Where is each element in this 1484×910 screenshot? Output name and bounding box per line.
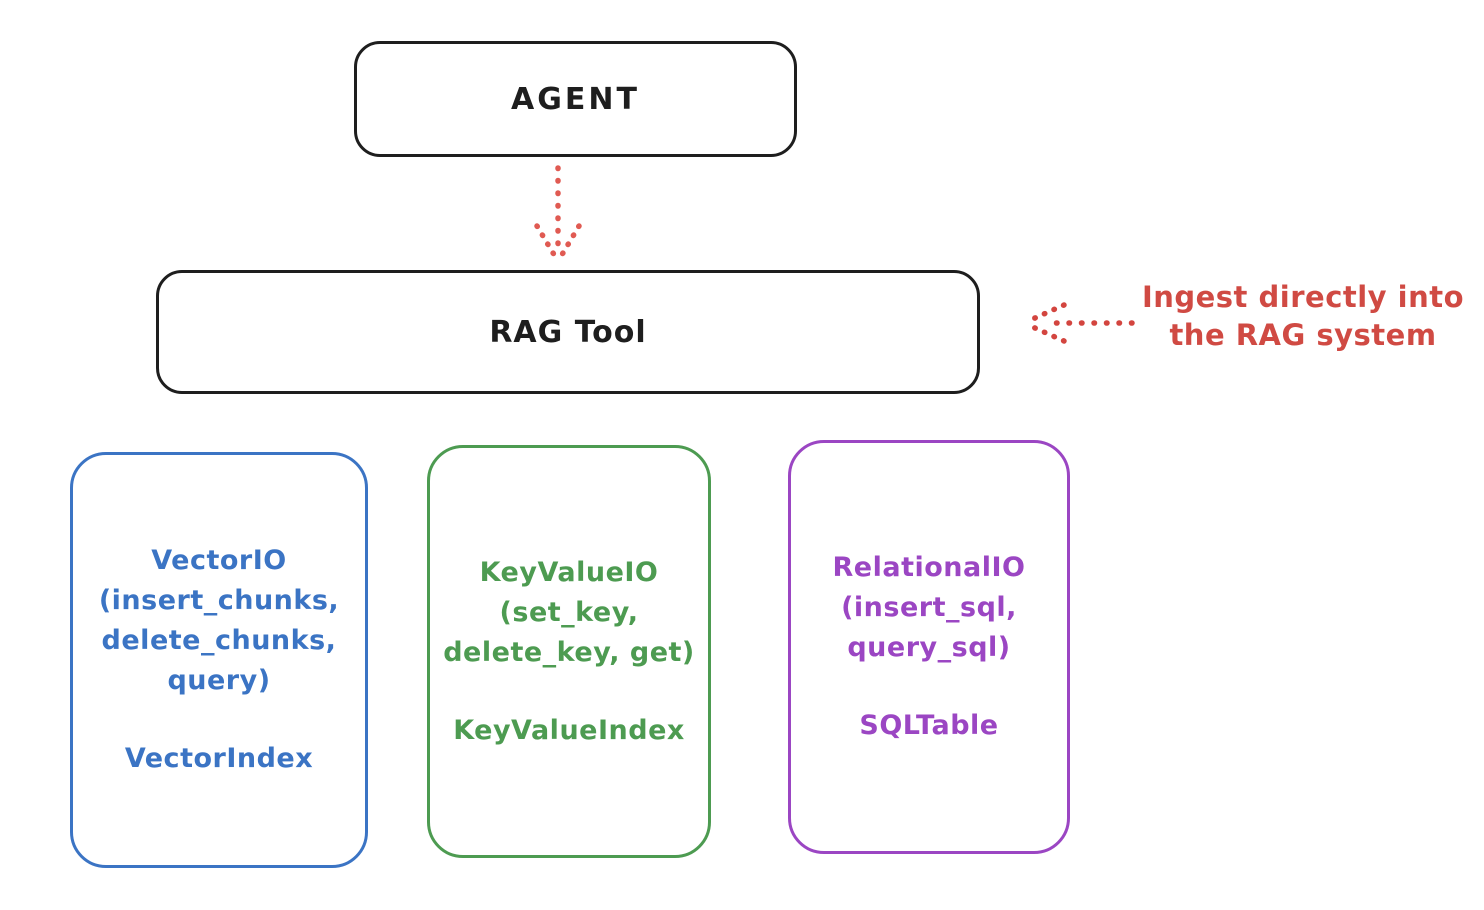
keyvalue-io-methods-line: (set_key, [499,596,639,628]
vector-io-title: VectorIO [151,545,287,576]
relational-io-box: RelationalIO (insert_sql, query_sql) SQL… [788,440,1070,854]
ingest-annotation-line1: Ingest directly into [1141,280,1465,314]
agent-box: AGENT [354,41,797,157]
agent-box-label: AGENT [511,81,640,117]
keyvalue-io-box: KeyValueIO (set_key, delete_key, get) Ke… [427,445,711,858]
rag-tool-box-label: RAG Tool [489,314,647,350]
rag-tool-box: RAG Tool [156,270,980,394]
keyvalue-io-title: KeyValueIO [479,556,659,588]
dashed-arrow-left-icon [1023,302,1135,344]
relational-io-methods-line: (insert_sql, [841,592,1017,623]
vector-io-methods-line: query) [167,665,271,696]
ingest-annotation: Ingest directly into the RAG system [1135,278,1471,354]
relational-io-methods-line: query_sql) [847,632,1011,663]
relational-io-title: RelationalIO [832,552,1026,583]
dashed-arrow-down-icon [534,165,582,261]
vector-io-box: VectorIO (insert_chunks, delete_chunks, … [70,452,368,868]
ingest-annotation-line2: the RAG system [1169,318,1437,352]
keyvalue-index-label: KeyValueIndex [453,714,685,746]
vector-io-methods-line: delete_chunks, [101,625,337,656]
vector-index-label: VectorIndex [124,743,314,774]
vector-io-methods-line: (insert_chunks, [98,585,340,616]
sql-table-label: SQLTable [859,710,999,741]
keyvalue-io-methods-line: delete_key, get) [443,636,695,668]
